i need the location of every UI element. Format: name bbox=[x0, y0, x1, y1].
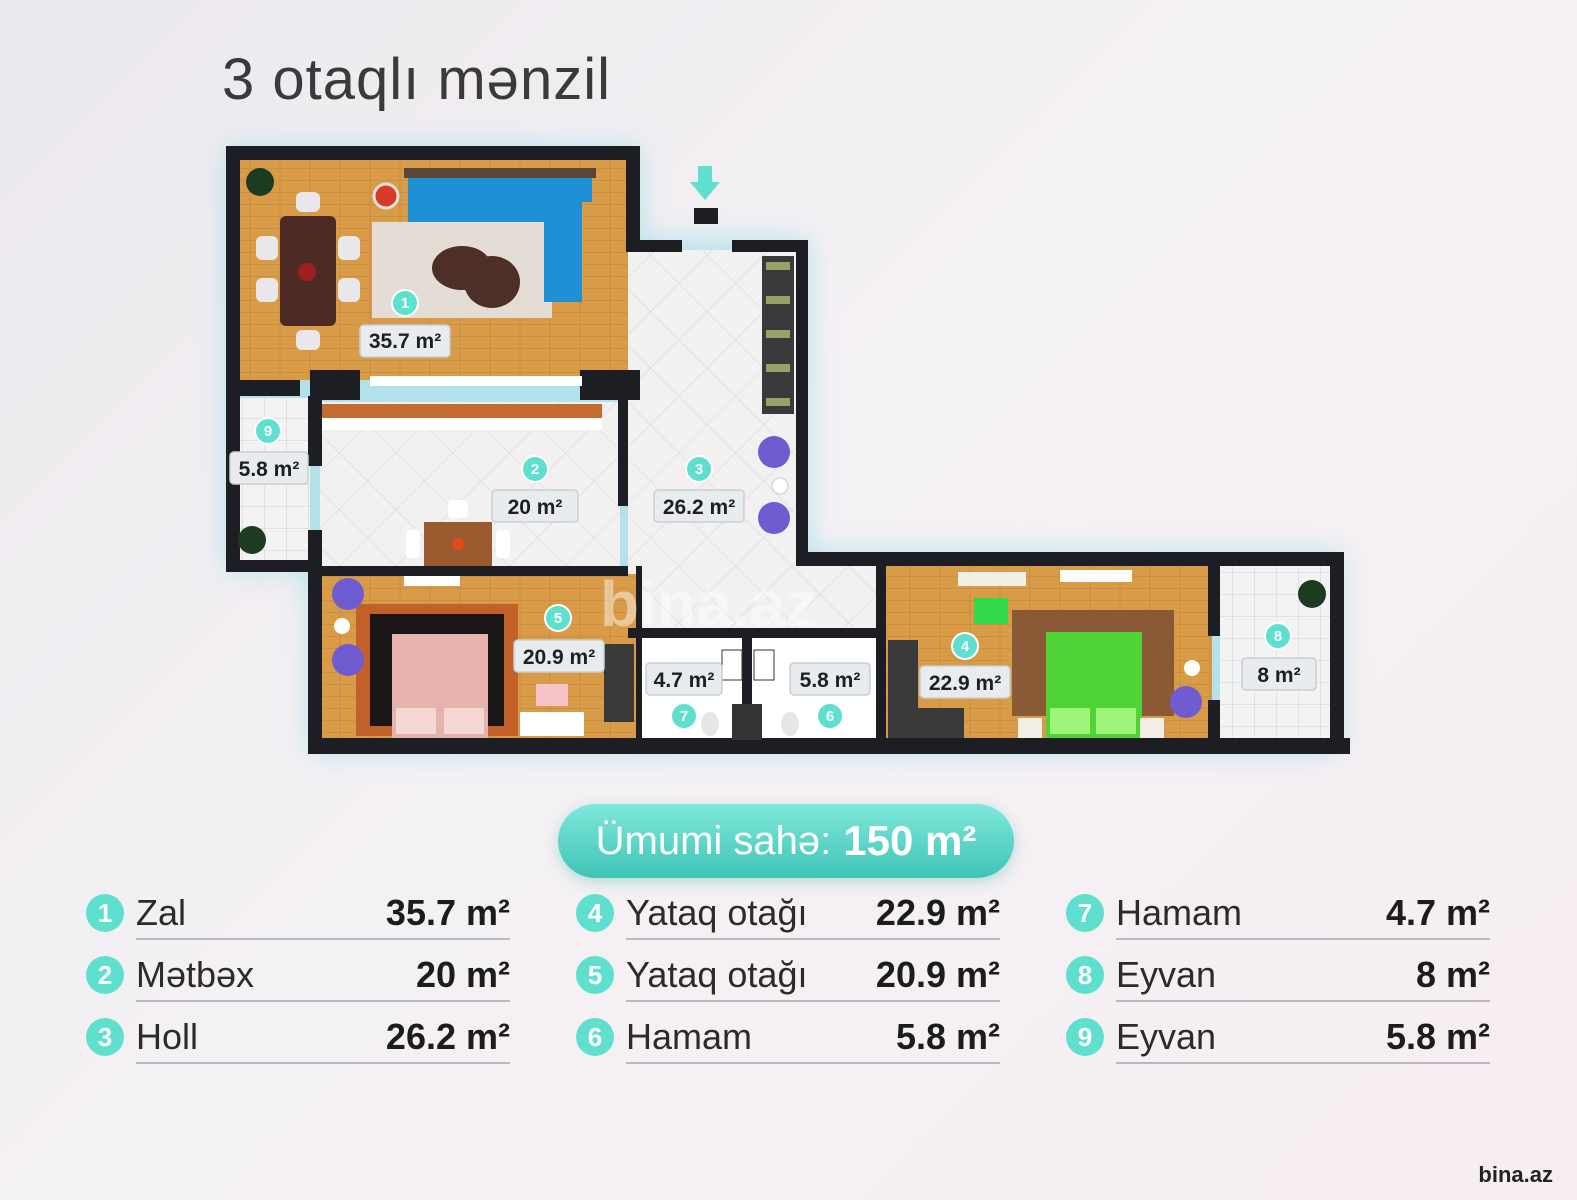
legend-number-badge: 1 bbox=[86, 894, 124, 932]
room-area-text: 8 m² bbox=[1257, 664, 1300, 687]
svg-text:1: 1 bbox=[401, 295, 409, 312]
legend-item: 1 Zal 35.7 m² bbox=[86, 892, 510, 942]
legend-number-badge: 3 bbox=[86, 1018, 124, 1056]
divider bbox=[136, 1062, 510, 1064]
legend-number-badge: 7 bbox=[1066, 894, 1104, 932]
room-badge bbox=[391, 289, 419, 317]
legend-room-name: Eyvan bbox=[1116, 1016, 1217, 1057]
room-label-2: 2 20 m² bbox=[491, 455, 579, 523]
entrance-arrow-icon bbox=[690, 166, 720, 224]
floor-plan: bina.az 1 35.7 m² 2 20 m² 3 26.2 m² 4 22… bbox=[226, 146, 1350, 754]
divider bbox=[136, 1000, 510, 1002]
legend-number-badge: 9 bbox=[1066, 1018, 1104, 1056]
room-badge bbox=[816, 702, 844, 730]
room-badge bbox=[544, 604, 572, 632]
legend-room-name: Holl bbox=[136, 1016, 199, 1057]
legend-number-badge: 5 bbox=[576, 956, 614, 994]
plan-watermark: bina.az bbox=[600, 568, 817, 640]
legend-room-name: Hamam bbox=[626, 1016, 753, 1057]
legend-room-name: Mətbəx bbox=[136, 954, 255, 995]
room-badge bbox=[521, 455, 549, 483]
total-area-badge: Ümumi sahə: 150 m² bbox=[558, 804, 1014, 878]
room-badge bbox=[670, 702, 698, 730]
divider bbox=[626, 1062, 1000, 1064]
room-area-text: 26.2 m² bbox=[663, 496, 735, 519]
furniture bbox=[238, 168, 1326, 740]
room-label-8: 8 8 m² bbox=[1241, 622, 1317, 691]
divider bbox=[1116, 1062, 1490, 1064]
svg-text:7: 7 bbox=[680, 708, 688, 725]
legend-room-area: 4.7 m² bbox=[1385, 892, 1490, 933]
legend-item: 3 Holl 26.2 m² bbox=[86, 1016, 510, 1066]
legend-number-badge: 8 bbox=[1066, 956, 1104, 994]
walls bbox=[226, 146, 1350, 754]
room-area-text: 4.7 m² bbox=[654, 669, 715, 692]
total-area-label: Ümumi sahə: bbox=[595, 818, 832, 863]
legend-room-name: Yataq otağı bbox=[626, 892, 808, 933]
room-label-1: 1 35.7 m² bbox=[359, 289, 451, 358]
svg-text:2: 2 bbox=[531, 461, 539, 478]
room-area-text: 20 m² bbox=[508, 496, 563, 519]
total-area-value: 150 m² bbox=[843, 817, 977, 864]
svg-text:5: 5 bbox=[554, 610, 562, 627]
legend-room-area: 5.8 m² bbox=[1385, 1016, 1490, 1057]
svg-text:3: 3 bbox=[695, 461, 703, 478]
legend-room-area: 5.8 m² bbox=[895, 1016, 1000, 1057]
legend-number-badge: 4 bbox=[576, 894, 614, 932]
svg-text:8: 8 bbox=[1274, 628, 1282, 645]
legend-number-badge: 2 bbox=[86, 956, 124, 994]
svg-text:9: 9 bbox=[264, 423, 272, 440]
legend-item: 2 Mətbəx 20 m² bbox=[86, 954, 510, 1004]
legend-room-area: 26.2 m² bbox=[385, 1016, 510, 1057]
legend-room-area: 20 m² bbox=[415, 954, 510, 995]
room-area-text: 20.9 m² bbox=[523, 646, 595, 669]
legend-item: 8 Eyvan 8 m² bbox=[1066, 954, 1490, 1004]
legend-item: 6 Hamam 5.8 m² bbox=[576, 1016, 1000, 1066]
room-label-6: 6 5.8 m² bbox=[789, 662, 871, 730]
legend-room-name: Yataq otağı bbox=[626, 954, 808, 995]
svg-text:4: 4 bbox=[961, 638, 970, 655]
divider bbox=[136, 938, 510, 940]
room-area-text: 5.8 m² bbox=[800, 669, 861, 692]
room-holl-lower-floor bbox=[628, 560, 878, 630]
legend-item: 9 Eyvan 5.8 m² bbox=[1066, 1016, 1490, 1066]
legend-item: 7 Hamam 4.7 m² bbox=[1066, 892, 1490, 942]
room-badge bbox=[254, 417, 282, 445]
legend-room-name: Zal bbox=[136, 892, 187, 933]
sofa bbox=[408, 172, 592, 302]
plant-icon bbox=[1298, 580, 1326, 608]
room-label-4: 4 22.9 m² bbox=[919, 632, 1011, 699]
room-badge bbox=[951, 632, 979, 660]
legend-room-area: 8 m² bbox=[1415, 954, 1490, 995]
divider bbox=[1116, 938, 1490, 940]
legend-room-area: 20.9 m² bbox=[875, 954, 1000, 995]
legend-number-badge: 6 bbox=[576, 1018, 614, 1056]
divider bbox=[1116, 1000, 1490, 1002]
room-area-text: 35.7 m² bbox=[369, 330, 441, 353]
room-label-7: 7 4.7 m² bbox=[645, 662, 723, 730]
site-watermark-logo: bina.az bbox=[1478, 1162, 1553, 1187]
legend-room-name: Eyvan bbox=[1116, 954, 1217, 995]
room-label-9: 9 5.8 m² bbox=[229, 417, 309, 485]
room-badge bbox=[1264, 622, 1292, 650]
room-area-text: 22.9 m² bbox=[929, 672, 1001, 695]
legend-item: 5 Yataq otağı 20.9 m² bbox=[576, 954, 1000, 1004]
room-label-5: 5 20.9 m² bbox=[513, 604, 605, 673]
plant-icon bbox=[246, 168, 274, 196]
room-area-text: 5.8 m² bbox=[239, 458, 300, 481]
plant-icon bbox=[238, 526, 266, 554]
svg-text:6: 6 bbox=[826, 708, 834, 725]
room-label-3: 3 26.2 m² bbox=[653, 455, 745, 523]
room-badge bbox=[685, 455, 713, 483]
divider bbox=[626, 1000, 1000, 1002]
legend-room-area: 35.7 m² bbox=[385, 892, 510, 933]
legend-item: 4 Yataq otağı 22.9 m² bbox=[576, 892, 1000, 942]
legend-room-area: 22.9 m² bbox=[875, 892, 1000, 933]
legend-room-name: Hamam bbox=[1116, 892, 1243, 933]
divider bbox=[626, 938, 1000, 940]
page-title: 3 otaqlı mənzil bbox=[222, 47, 611, 112]
